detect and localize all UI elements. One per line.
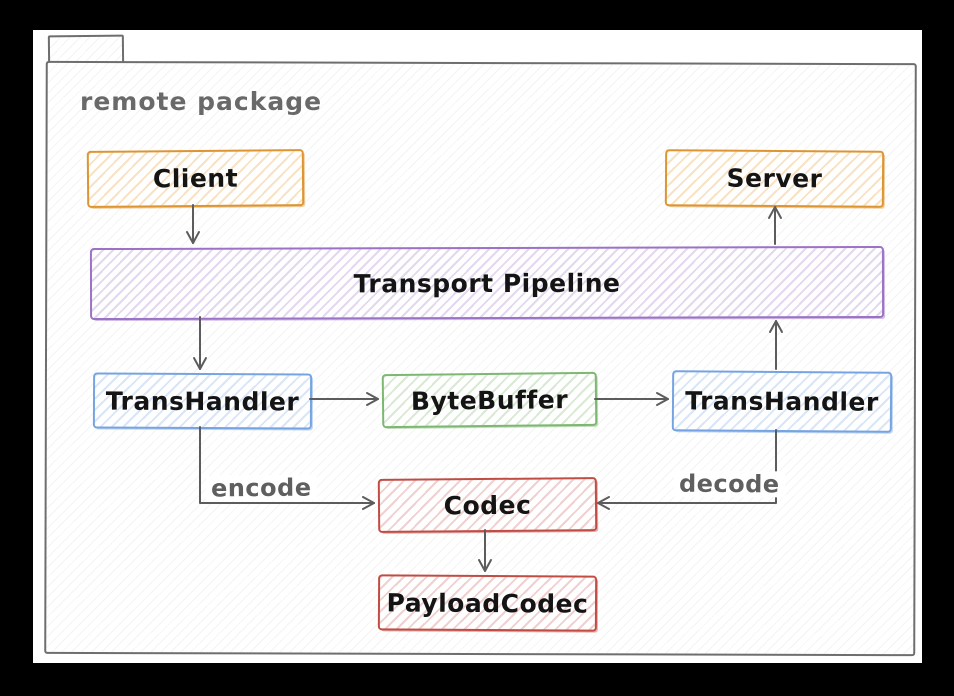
node-payloadcodec-label: PayloadCodec (386, 587, 589, 619)
node-transhandler-right: TransHandler (671, 370, 893, 433)
node-client-label: Client (152, 163, 239, 194)
node-bytebuffer: ByteBuffer (381, 371, 598, 429)
node-bytebuffer-label: ByteBuffer (410, 384, 569, 416)
node-transport-pipeline: Transport Pipeline (89, 245, 885, 321)
node-server-label: Server (726, 163, 823, 194)
node-payloadcodec: PayloadCodec (377, 574, 598, 632)
diagram-canvas: remote package (33, 30, 922, 663)
node-codec: Codec (377, 477, 598, 533)
node-client: Client (86, 149, 305, 208)
package-label: remote package (80, 87, 323, 116)
edge-label-decode: decode (673, 470, 785, 498)
node-codec-label: Codec (443, 490, 532, 520)
node-transhandler-left-label: TransHandler (105, 386, 300, 416)
node-transhandler-right-label: TransHandler (685, 386, 879, 417)
node-server: Server (664, 149, 885, 208)
node-transport-pipeline-label: Transport Pipeline (353, 268, 621, 298)
node-transhandler-left: TransHandler (92, 372, 313, 430)
edge-label-encode: encode (205, 474, 317, 502)
